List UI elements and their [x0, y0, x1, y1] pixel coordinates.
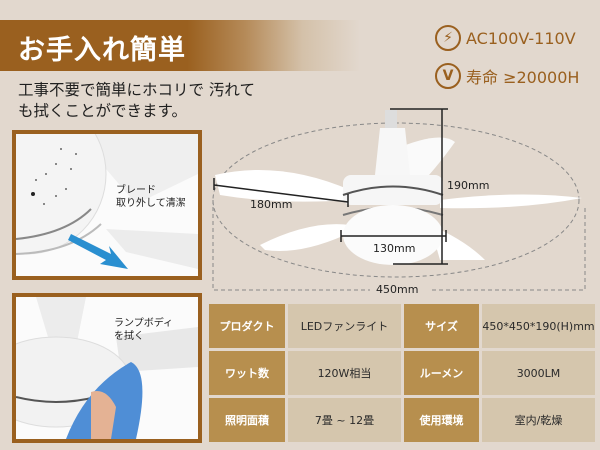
- table-value: 120W相当: [288, 351, 401, 395]
- dimension-body: 130mm: [373, 242, 416, 255]
- dimension-diagram: 190mm 180mm 130mm 450mm: [200, 90, 600, 300]
- table-header: 照明面積: [209, 398, 285, 442]
- photo-label: ランプボディ を拭く: [114, 318, 173, 342]
- spec-table: プロダクト LEDファンライト サイズ 450*450*190(H)mm ワット…: [209, 304, 595, 444]
- v-check-icon: V: [435, 63, 461, 89]
- table-value: 室内/乾燥: [482, 398, 595, 442]
- lightning-icon: ⚡: [435, 25, 461, 51]
- dimension-height: 190mm: [447, 179, 490, 192]
- table-value: 450*450*190(H)mm: [482, 304, 595, 348]
- table-value: LEDファンライト: [288, 304, 401, 348]
- cleaning-image: [16, 297, 198, 439]
- table-value: 7畳 ~ 12畳: [288, 398, 401, 442]
- feature-voltage: ⚡ AC100V-110V: [435, 22, 579, 54]
- page-title: お手入れ簡単: [18, 35, 186, 66]
- table-header: ルーメン: [404, 351, 479, 395]
- title-banner: [0, 20, 360, 71]
- dimension-blade: 180mm: [250, 198, 293, 211]
- fan-closeup-image: [16, 134, 198, 269]
- table-header: プロダクト: [209, 304, 285, 348]
- photo-wipe-body: ランプボディ を拭く: [12, 293, 202, 443]
- description: 工事不要で簡単にホコリで 汚れて も拭くことができます。: [18, 81, 255, 120]
- photo-blade-removal: ブレード 取り外して清潔: [12, 130, 202, 280]
- photo-label: ブレード 取り外して清潔: [116, 185, 186, 209]
- feature-lifetime: V 寿命 ≥20000H: [435, 60, 579, 92]
- fan-diagram: [212, 108, 586, 291]
- table-header: ワット数: [209, 351, 285, 395]
- table-header: サイズ: [404, 304, 479, 348]
- feature-list: ⚡ AC100V-110V V 寿命 ≥20000H: [435, 22, 579, 98]
- table-value: 3000LM: [482, 351, 595, 395]
- dimension-span: 450mm: [376, 283, 419, 296]
- table-header: 使用環境: [404, 398, 479, 442]
